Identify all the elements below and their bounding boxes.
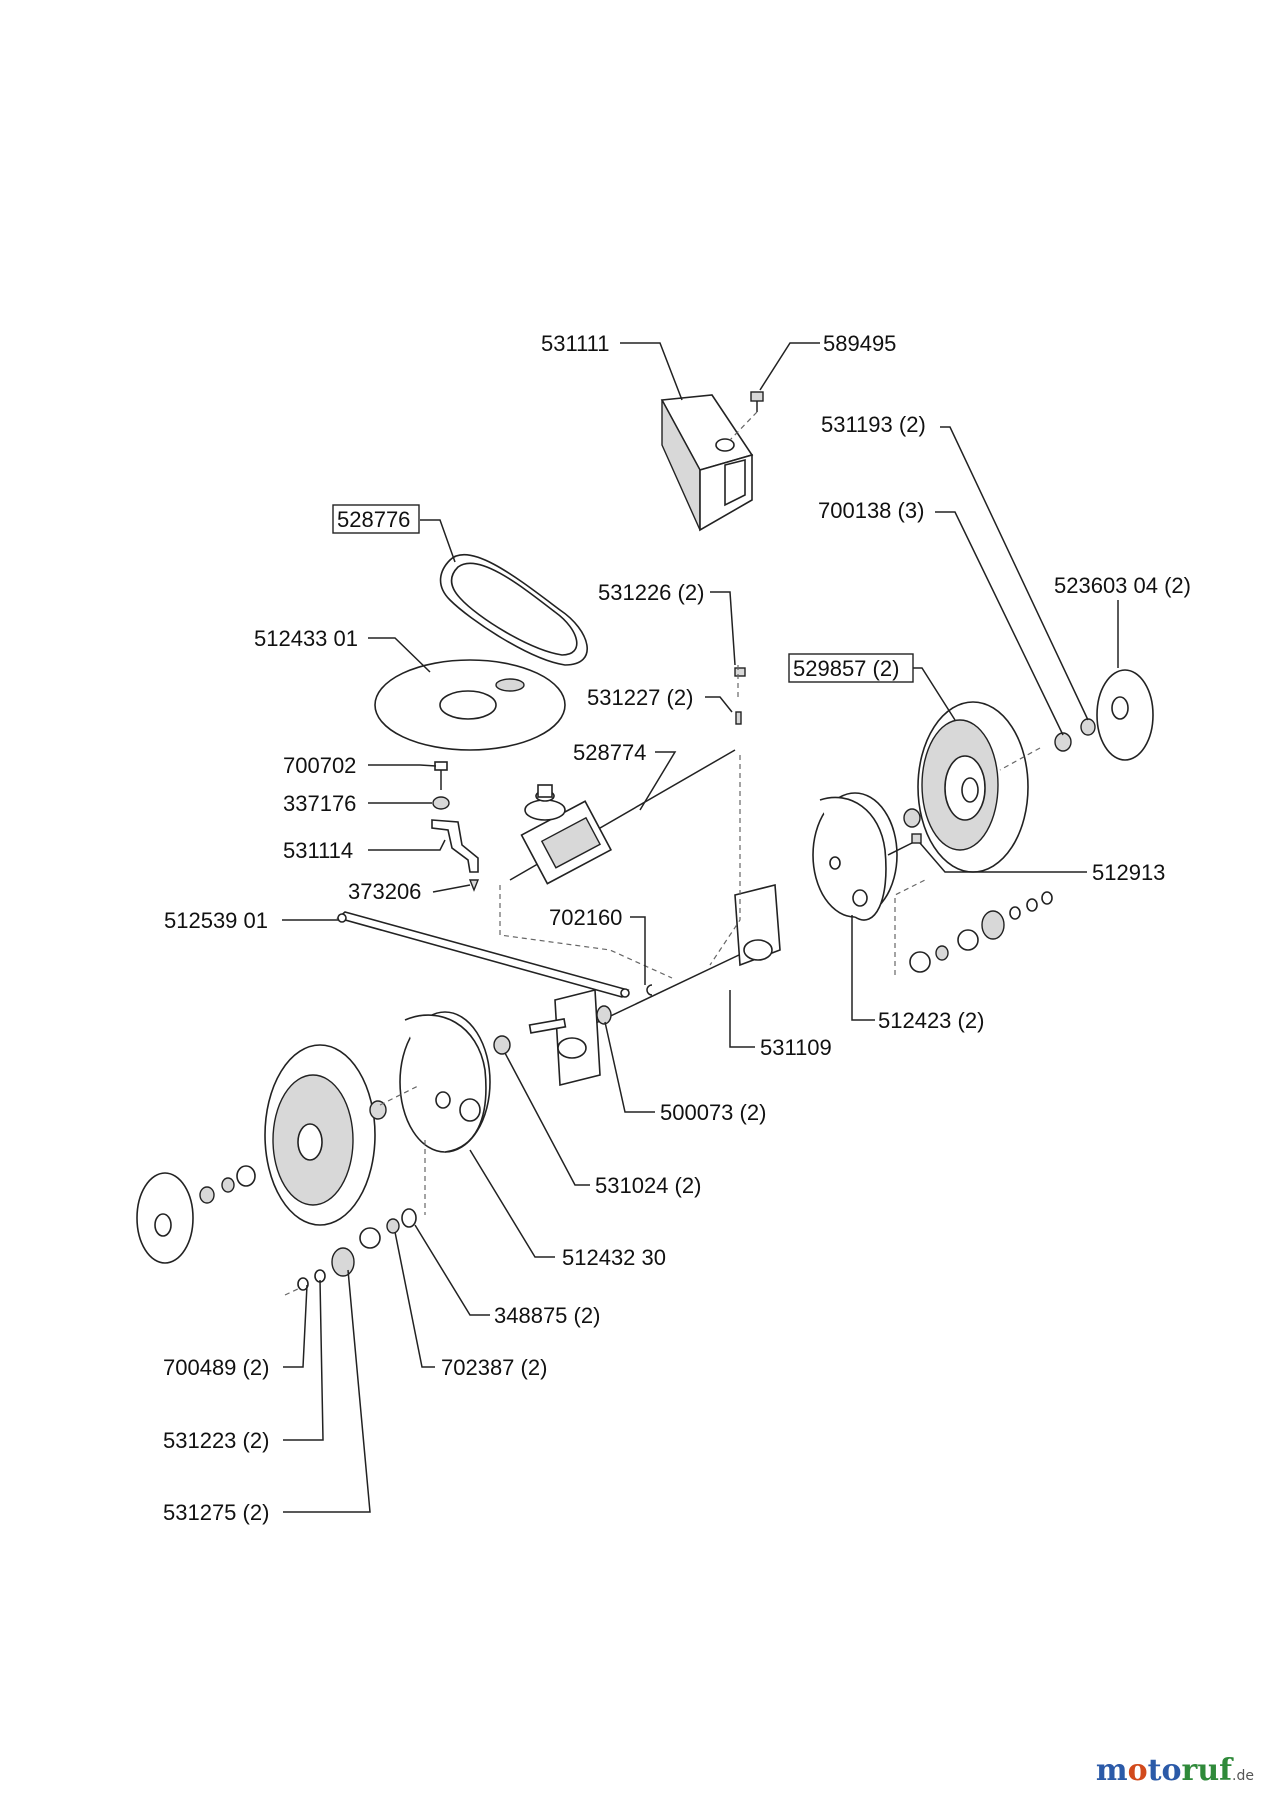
axle-assembly-part: [528, 883, 781, 1087]
label-531111: 531111: [541, 331, 610, 356]
label-531226: 531226 (2): [598, 580, 704, 605]
label-529857: 529857 (2): [793, 656, 899, 681]
label-523603: 523603 04 (2): [1054, 573, 1191, 598]
label-348875: 348875 (2): [494, 1303, 600, 1328]
label-373206: 373206: [348, 879, 421, 904]
nut-337176-part: [432, 796, 450, 810]
label-700702: 700702: [283, 753, 356, 778]
motoruf-logo: motoruf.de: [1095, 1753, 1254, 1788]
label-512913: 512913: [1092, 860, 1165, 885]
label-531227: 531227 (2): [587, 685, 693, 710]
screw-373206-part: [468, 879, 480, 892]
boxed-frame-529857: [788, 653, 914, 683]
hub-cap-right-part: [1096, 669, 1154, 761]
label-531275: 531275 (2): [163, 1500, 269, 1525]
washer-700138-part: [1054, 732, 1072, 752]
left-bushing-part: [369, 1100, 387, 1120]
left-wheel-part: [264, 1044, 376, 1226]
label-700489: 700489 (2): [163, 1355, 269, 1380]
v-belt-part: [439, 553, 588, 666]
label-500073: 500073 (2): [660, 1100, 766, 1125]
label-528774: 528774: [573, 740, 646, 765]
bolt-700702-part: [434, 761, 448, 790]
pin-531227-part: [735, 711, 742, 725]
leader-lines: [282, 342, 1119, 1513]
right-bushing-part: [903, 808, 921, 828]
cover-bracket-part: [660, 394, 754, 532]
label-512432: 512432 30: [562, 1245, 666, 1270]
label-702387: 702387 (2): [441, 1355, 547, 1380]
label-531223: 531223 (2): [163, 1428, 269, 1453]
right-wheel-cover-part: [812, 792, 898, 921]
label-337176: 337176: [283, 791, 356, 816]
label-531109: 531109: [760, 1035, 832, 1060]
right-gear-stack-part: [909, 891, 1053, 973]
label-531024: 531024 (2): [595, 1173, 701, 1198]
label-528776: 528776: [337, 507, 410, 532]
pulley-plate-part: [374, 659, 566, 751]
label-512423: 512423 (2): [878, 1008, 984, 1033]
key-531226-part: [734, 667, 746, 677]
clip-702160-part: [646, 984, 653, 996]
left-gear-stack-part: [297, 1208, 417, 1291]
screw-589495-part: [750, 391, 764, 412]
label-702160: 702160: [549, 905, 622, 930]
screw-512913-part: [887, 833, 922, 856]
nut-500073-part: [596, 1005, 612, 1025]
left-washers-part: [199, 1165, 256, 1204]
left-wheel-cover-part: [399, 1011, 491, 1153]
label-700138: 700138 (3): [818, 498, 924, 523]
bracket-531114-part: [431, 819, 479, 873]
hub-cap-left-part: [136, 1172, 194, 1264]
label-512433: 512433 01: [254, 626, 358, 651]
label-589495: 589495: [823, 331, 896, 356]
right-wheel-part: [917, 701, 1029, 873]
lever-rod-part: [336, 911, 630, 998]
nut-531193-part: [1080, 718, 1096, 736]
label-531193: 531193 (2): [821, 412, 926, 437]
gearbox-part: [509, 749, 736, 885]
washer-531024-part: [493, 1035, 511, 1055]
boxed-frame-528776: [332, 504, 420, 534]
label-531114: 531114: [283, 838, 353, 863]
label-512539: 512539 01: [164, 908, 268, 933]
